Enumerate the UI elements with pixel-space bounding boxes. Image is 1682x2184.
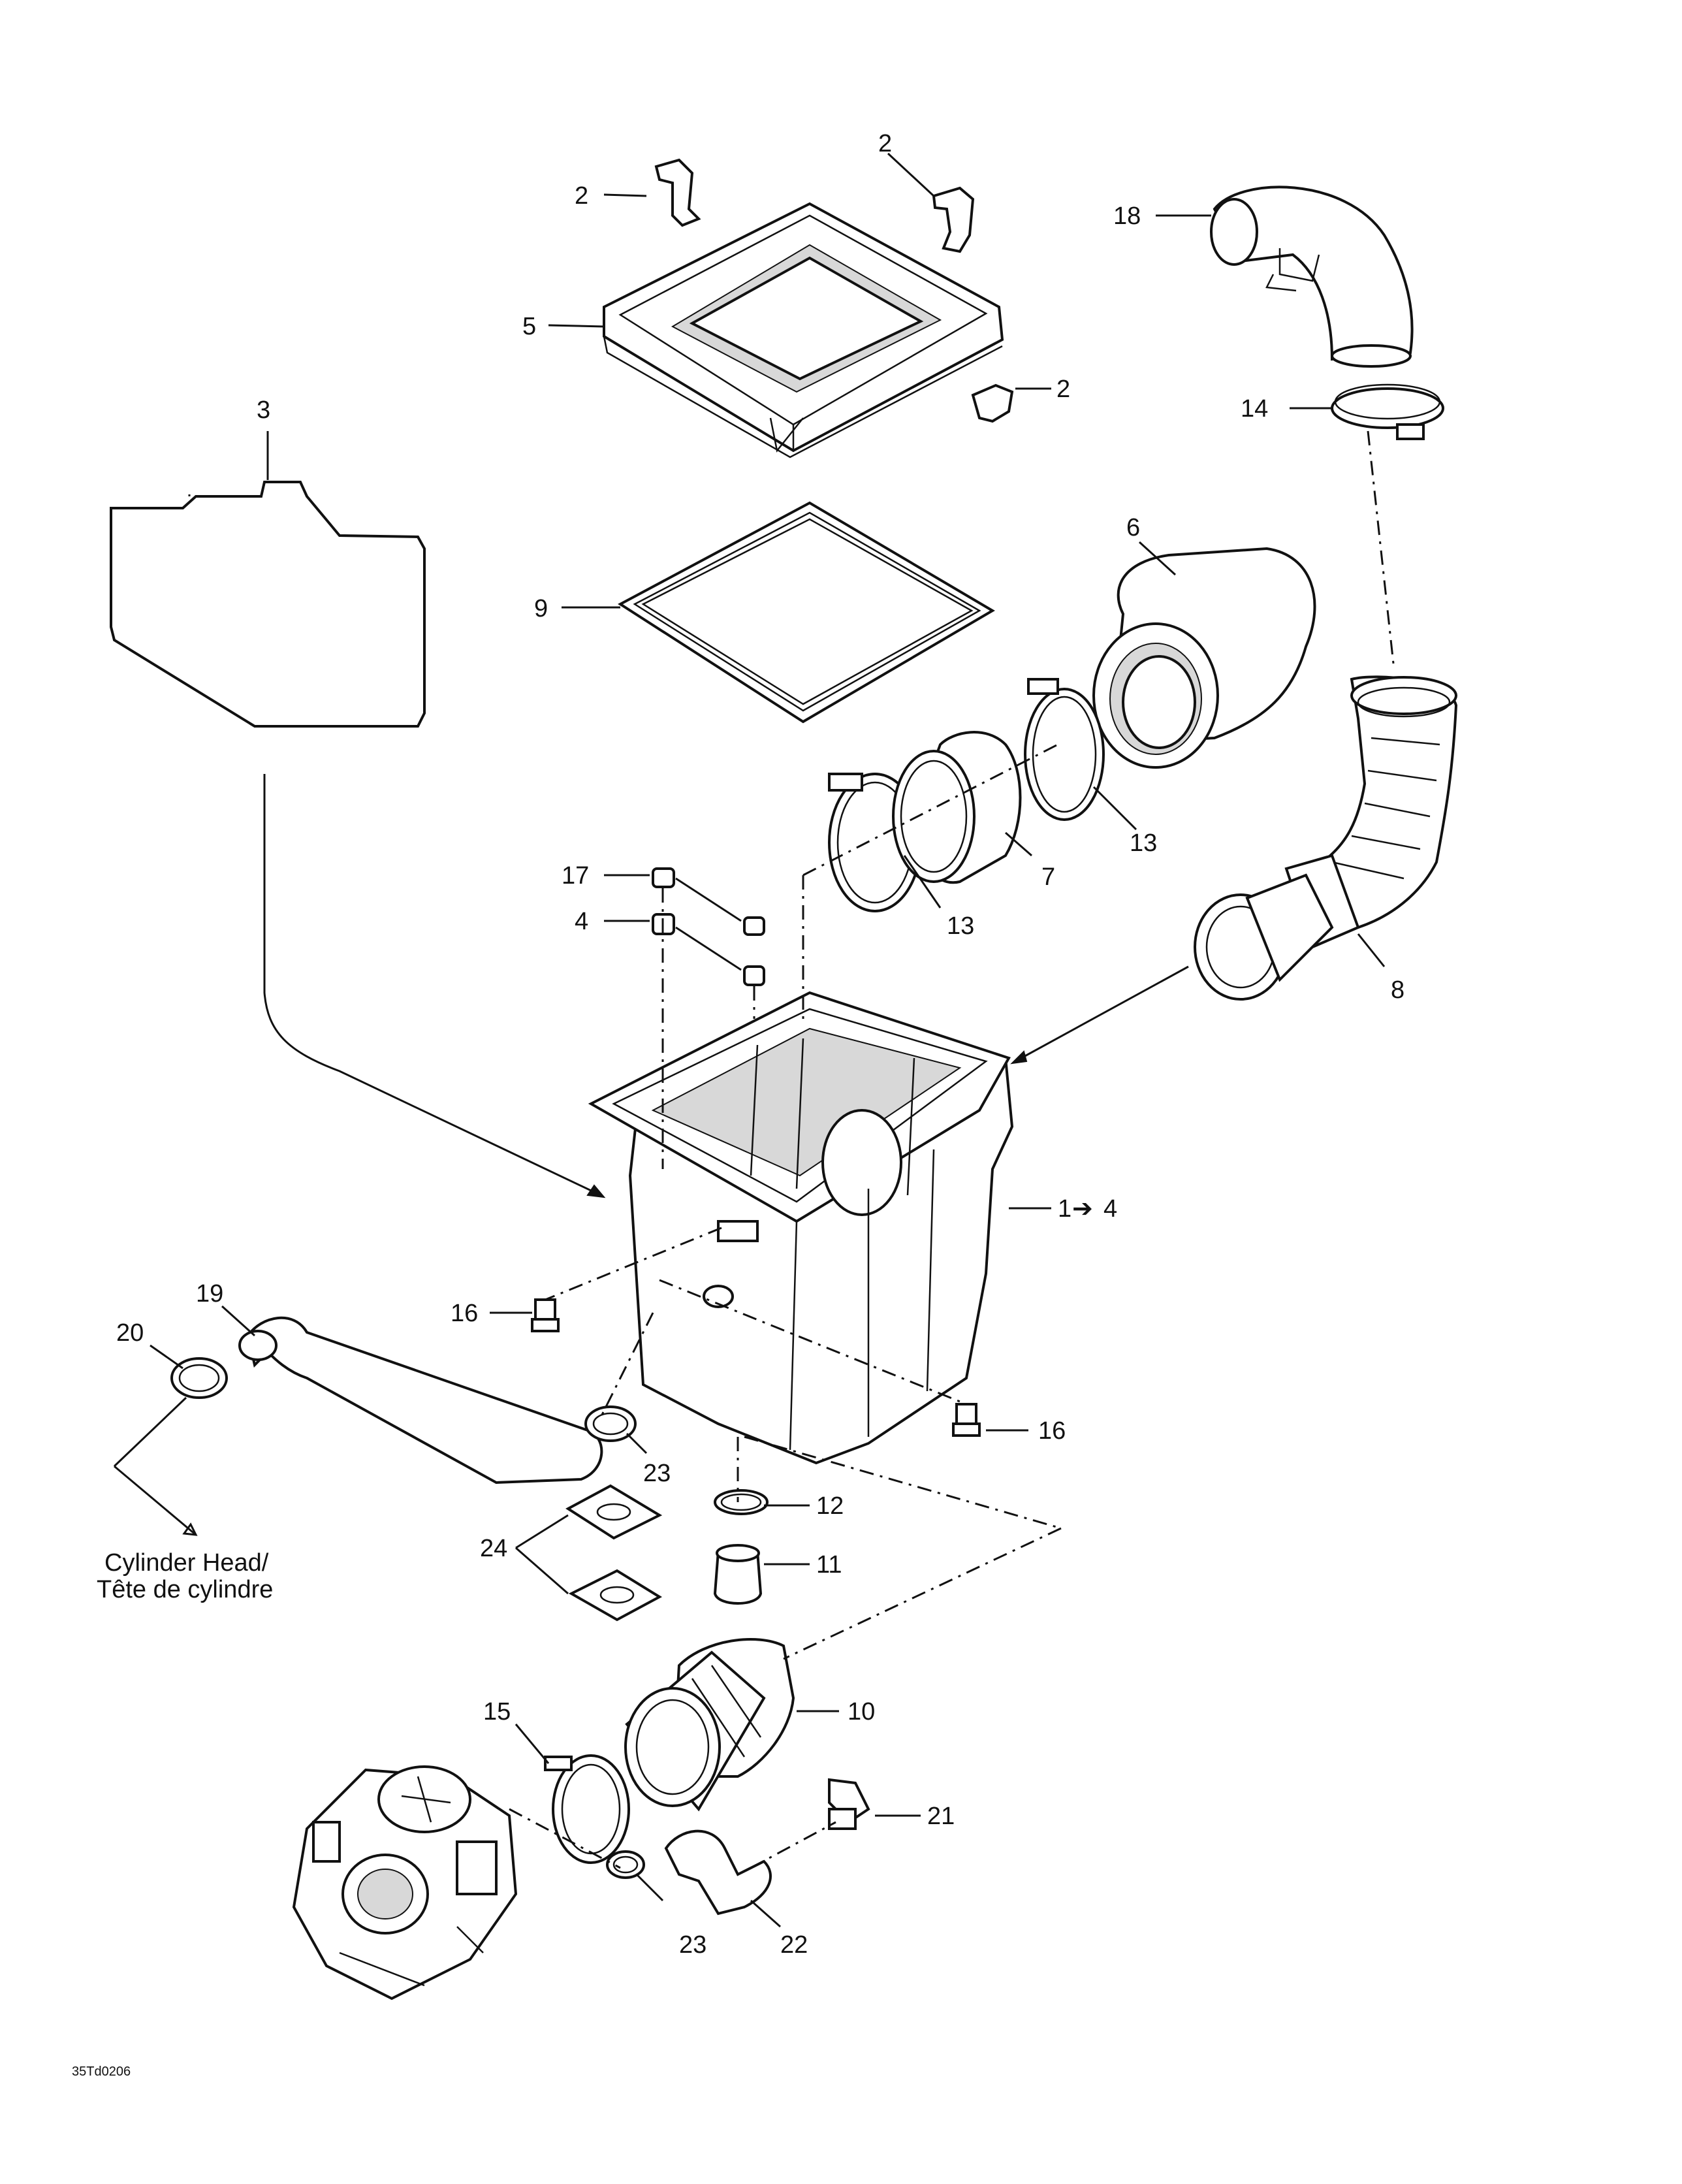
callout-3: 3 [257,396,270,424]
note-line-1: Cylinder Head/ [104,1549,269,1577]
callout-24: 24 [480,1535,507,1562]
centerlines [509,430,1395,1869]
part-23-clamp-b [606,1850,645,1879]
callout-14: 14 [1241,395,1268,423]
part-21-fitting [828,1778,870,1830]
callout-17: 17 [562,862,589,890]
part-2-clip-b [932,186,975,253]
callout-20: 20 [116,1319,144,1347]
range-arrow: ➔ [1072,1195,1093,1223]
carburetor [292,1765,518,2000]
callout-7: 7 [1041,863,1055,891]
callout-16: 16 [451,1300,478,1327]
leader-lines [113,152,1386,1928]
callout-22: 22 [780,1931,808,1959]
part-19-hose [238,1316,603,1485]
part-6-filter-element [1092,547,1316,769]
callout-5: 5 [522,313,536,340]
callout-18: 18 [1113,202,1141,230]
drawing-code: 35Td0206 [72,2064,131,2079]
callout-13: 13 [947,912,974,940]
part-16-screw-a [531,1298,560,1332]
callout-4: 4 [575,908,588,935]
callout-2: 2 [878,130,892,157]
callout-21: 21 [927,1803,955,1830]
callout-13: 13 [1130,829,1157,857]
part-9-filter-frame [618,501,995,724]
part-24-pad-a [565,1484,663,1540]
callout-labels: 2 2 2 5 3 9 18 14 6 13 7 13 8 17 4 1 ➔ 4… [116,130,1404,1959]
note-line-2: Tête de cylindre [97,1576,273,1603]
part-14-clamp [1331,383,1444,440]
part-1-airbox [588,991,1014,1465]
part-5-airbox-cover [603,202,1004,458]
part-23-clamp-a [584,1405,637,1442]
part-20-clamp [170,1357,228,1399]
callout-2: 2 [1056,376,1070,403]
part-17-grommet-b [743,916,765,936]
part-3-shield-plate [110,481,426,728]
part-8-intake-hose [1194,675,1458,1001]
part-18-intake-elbow [1210,185,1414,368]
part-10-intake-boot [624,1638,795,1812]
callout-8: 8 [1391,976,1404,1004]
part-11-drain-cap [713,1544,763,1605]
part-2-clip-c [971,383,1014,423]
part-24-pad-b [568,1569,663,1622]
callout-12: 12 [816,1492,844,1520]
part-22-hose [664,1829,772,1916]
callout-1-to-4: 1 ➔ 4 [1058,1195,1117,1223]
callout-9: 9 [534,595,548,622]
callout-1: 1 [1058,1195,1071,1223]
part-16-screw-b [952,1403,981,1437]
callout-23: 23 [643,1460,671,1487]
callout-16: 16 [1038,1417,1066,1445]
cylinder-head-note: Cylinder Head/ Tête de cylindre [97,1549,273,1603]
callout-19: 19 [196,1280,223,1308]
part-12-clip [714,1489,769,1515]
callout-11: 11 [816,1551,842,1579]
callout-4: 4 [1103,1195,1117,1223]
callout-10: 10 [848,1698,875,1726]
part-15-clamp [544,1754,630,1864]
part-2-clip-a [654,158,701,227]
callout-6: 6 [1126,514,1140,541]
part-13-clamp-upper [1024,678,1105,821]
callout-15: 15 [483,1698,511,1726]
callout-23: 23 [679,1931,706,1959]
callout-2: 2 [575,182,588,210]
part-17-grommet [652,867,675,888]
part-4-nut-b [743,965,765,986]
part-7-adapter [892,731,1022,884]
